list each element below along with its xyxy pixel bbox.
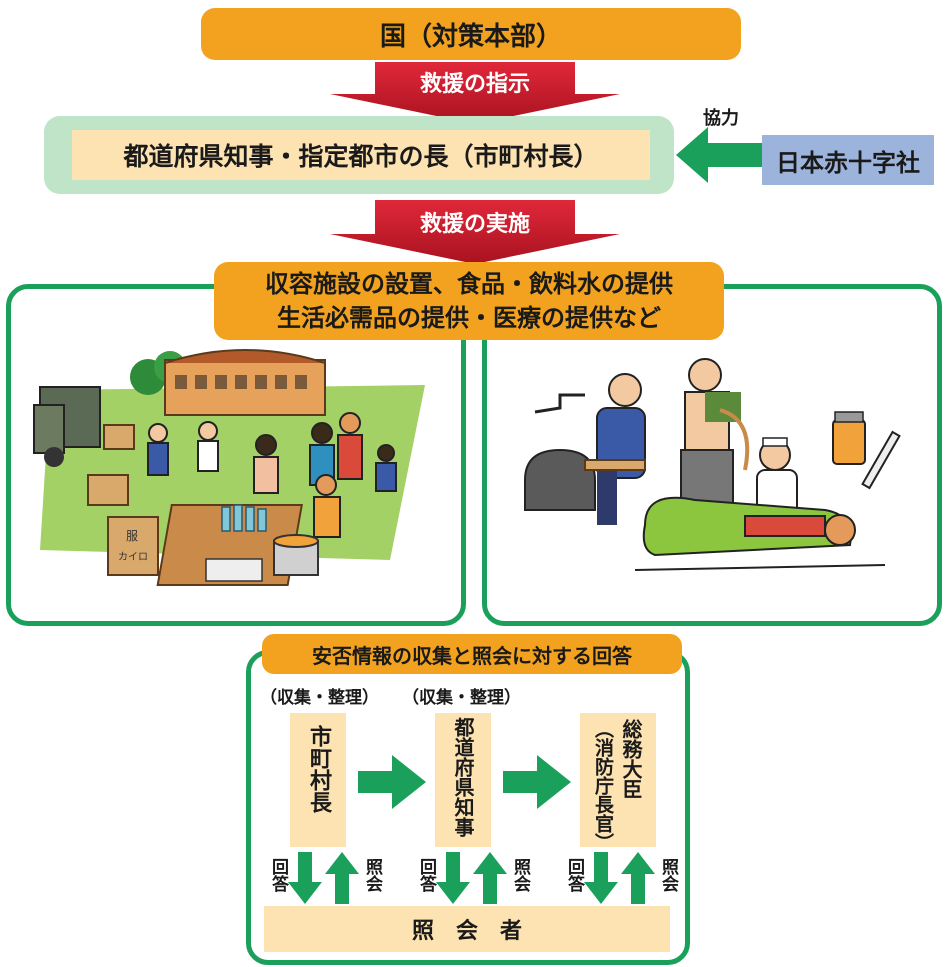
prefecture-governor-box: 都道府県知事: [435, 713, 491, 847]
minister-label: 総務大臣: [619, 719, 643, 799]
arrow-up-icon: [473, 852, 507, 904]
arrow-up-icon: [621, 852, 655, 904]
arrow-right-icon: [358, 755, 426, 809]
services-box: 収容施設の設置、食品・飲料水の提供 生活必需品の提供・医療の提供など: [214, 262, 724, 340]
minister-box: 総務大臣 （消防庁長官）: [580, 713, 656, 852]
safety-title: 安否情報の収集と照会に対する回答: [312, 643, 632, 668]
answer-label-1: 回答: [268, 858, 288, 892]
arrow-down-icon: [288, 852, 322, 904]
arrow-up-icon: [325, 852, 359, 904]
arrow-down-icon: [584, 852, 618, 904]
arrow-right-icon: [503, 755, 571, 809]
inquirer-box: 照 会 者: [264, 906, 670, 952]
red-cross-label: 日本赤十字社: [776, 148, 920, 177]
arrow-down-icon: [436, 852, 470, 904]
arrow-down-icon: [330, 200, 620, 264]
box-label-kairo: カイロ: [118, 551, 148, 563]
inquiry-label-1: 照会: [362, 858, 382, 892]
cooperation-label: 協力: [703, 108, 739, 129]
prefecture-box: 都道府県知事・指定都市の長（市町村長）: [72, 130, 650, 180]
inquiry-label-3: 照会: [658, 858, 678, 892]
prefecture-governor-label: 都道府県知事: [451, 717, 475, 837]
collect-label-2: （収集・整理）: [402, 688, 521, 708]
municipal-label: 市町村長: [306, 725, 331, 813]
inquiry-label-2: 照会: [510, 858, 530, 892]
arrow-left-icon: [676, 127, 764, 183]
arrow1-label: 救援の指示: [419, 72, 530, 97]
answer-label-3: 回答: [564, 858, 584, 892]
services-line2: 生活必需品の提供・医療の提供など: [277, 304, 661, 332]
top-box-label: 国（対策本部）: [379, 21, 562, 52]
services-line1: 収容施設の設置、食品・飲料水の提供: [265, 270, 673, 298]
inquirer-label: 照 会 者: [411, 919, 522, 944]
answer-label-2: 回答: [416, 858, 436, 892]
arrow-down-icon: [330, 62, 620, 124]
shelter-illustration: 服 カイロ: [33, 349, 425, 586]
arrow2-label: 救援の実施: [419, 212, 530, 237]
medical-illustration: [524, 358, 901, 571]
red-cross-box: 日本赤十字社: [762, 135, 934, 185]
box-label-clothes: 服: [126, 529, 138, 543]
top-box: 国（対策本部）: [201, 8, 741, 60]
safety-title-box: 安否情報の収集と照会に対する回答: [262, 634, 682, 674]
municipal-box: 市町村長: [290, 713, 346, 847]
fdma-label: （消防庁長官）: [592, 719, 614, 852]
prefecture-label: 都道府県知事・指定都市の長（市町村長）: [123, 142, 599, 171]
collect-label-1: （収集・整理）: [260, 688, 379, 708]
